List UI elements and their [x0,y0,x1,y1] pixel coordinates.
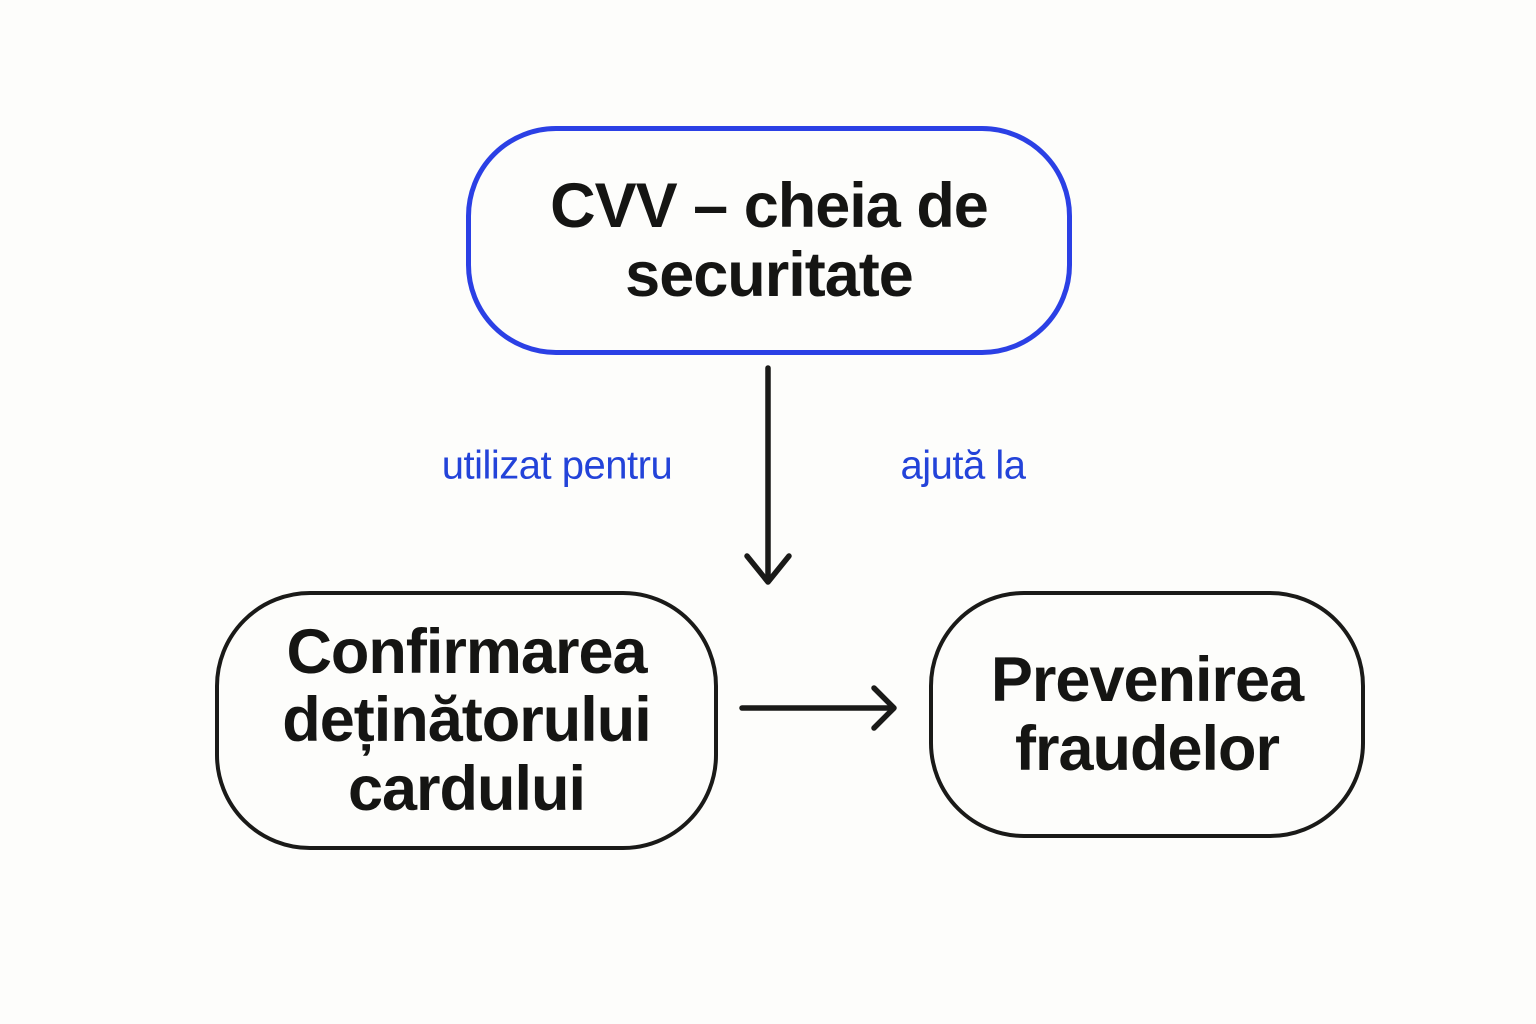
node-text-line: Confirmarea [286,617,647,688]
edge-label-ajuta-la: ajută la [900,443,1026,488]
arrow-down-icon [744,365,792,585]
node-text-line: deținătorului [282,685,651,756]
node-text-line: Prevenirea [990,645,1304,716]
node-text-line: securitate [625,239,914,310]
edge-label-utilizat-pentru: utilizat pentru [441,443,673,488]
node-text-line: cardului [347,753,586,824]
node-text-line: fraudelor [1014,713,1280,784]
node-prevenirea-fraudelor: Prevenirea fraudelor [929,591,1365,838]
arrow-right-icon [739,685,897,731]
node-cvv-cheia-de-securitate: CVV – cheia de securitate [466,126,1072,355]
node-text-line: CVV – cheia de [550,171,989,242]
node-confirmarea-detinatorului-cardului: Confirmarea deținătorului cardului [215,591,718,850]
